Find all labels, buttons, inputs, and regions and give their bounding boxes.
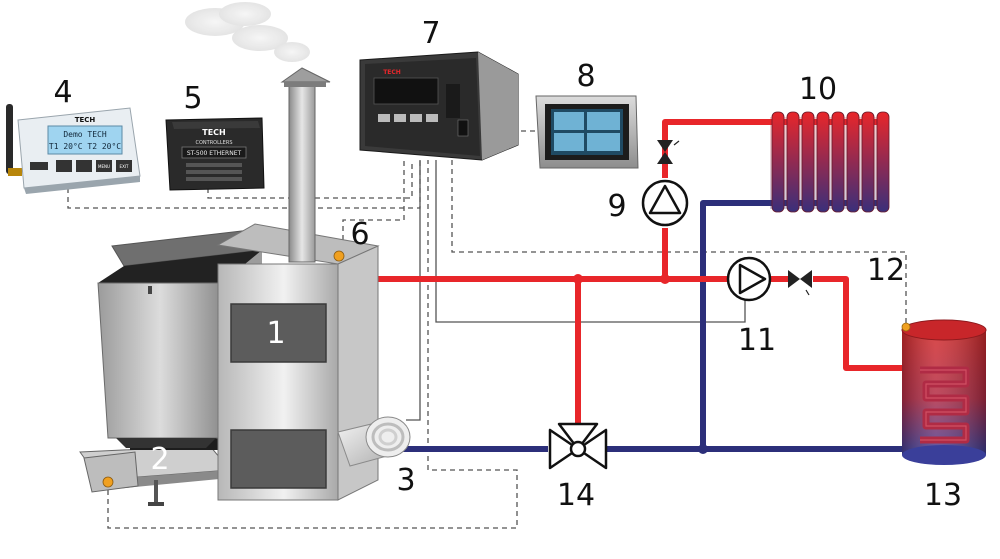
pipe-junctions (573, 274, 708, 454)
label-radiator: 10 (799, 72, 837, 107)
label-controller: 7 (421, 16, 440, 51)
controller-button[interactable] (426, 114, 438, 122)
label-gsm-module: 4 (53, 75, 72, 110)
label-dhw-sensor: 12 (867, 253, 905, 288)
label-ch-pump: 9 (607, 189, 626, 224)
gsm-lcd-line2: T1 20°C T2 20°C (49, 142, 121, 151)
controller-button[interactable] (394, 114, 406, 122)
main-controller: TECH (359, 51, 519, 161)
eth-brand: TECH (202, 128, 226, 137)
controller-button[interactable] (378, 114, 390, 122)
return-pipes (395, 200, 920, 452)
ethernet-module: TECH CONTROLLERS ST-500 ETHERNET (165, 117, 265, 191)
pump-icon (726, 256, 772, 302)
boiler-temp-sensor (333, 250, 345, 262)
label-ethernet-module: 5 (183, 81, 202, 116)
label-boiler: 1 (266, 316, 285, 351)
label-room-panel: 8 (576, 59, 595, 94)
label-dhw-tank: 13 (924, 478, 962, 513)
gsm-exit-label: EXIT (120, 164, 129, 169)
check-valve-icon (788, 270, 812, 296)
gsm-menu-label: MENU (98, 164, 110, 169)
dhw-temp-sensor (901, 322, 911, 332)
check-valve-icon (657, 140, 680, 164)
antenna-icon (6, 104, 13, 174)
gsm-lcd-line1: Demo TECH (63, 130, 107, 139)
component-labels: 1 2 3 4 5 6 7 8 9 10 11 12 13 14 (53, 16, 962, 513)
radiator (770, 111, 890, 213)
gsm-down-button[interactable] (76, 160, 92, 172)
label-temp-sensor: 6 (350, 217, 369, 252)
gsm-brand: TECH (75, 116, 96, 124)
fan (337, 416, 411, 467)
gsm-menu-button[interactable] (96, 160, 112, 172)
chimney (280, 67, 331, 263)
gsm-exit-button[interactable] (116, 160, 132, 172)
eth-subtitle: CONTROLLERS (195, 140, 232, 146)
valve-icon (548, 422, 608, 470)
dhw-tank (901, 319, 987, 465)
cloud-icon (185, 2, 310, 62)
label-mixing-valve: 14 (557, 478, 595, 513)
label-feeder: 2 (150, 442, 169, 477)
room-panel (535, 95, 639, 169)
eth-model: ST-500 ETHERNET (187, 150, 242, 157)
controller-brand: TECH (383, 69, 401, 76)
gsm-up-button[interactable] (56, 160, 72, 172)
pump-icon (641, 179, 689, 227)
label-dhw-pump: 11 (738, 323, 776, 358)
gsm-module: TECH Demo TECH T1 20°C T2 20°C MENU EXIT (6, 104, 141, 194)
controller-button[interactable] (410, 114, 422, 122)
label-fan: 3 (396, 463, 415, 498)
feeder-temp-sensor (102, 476, 114, 488)
